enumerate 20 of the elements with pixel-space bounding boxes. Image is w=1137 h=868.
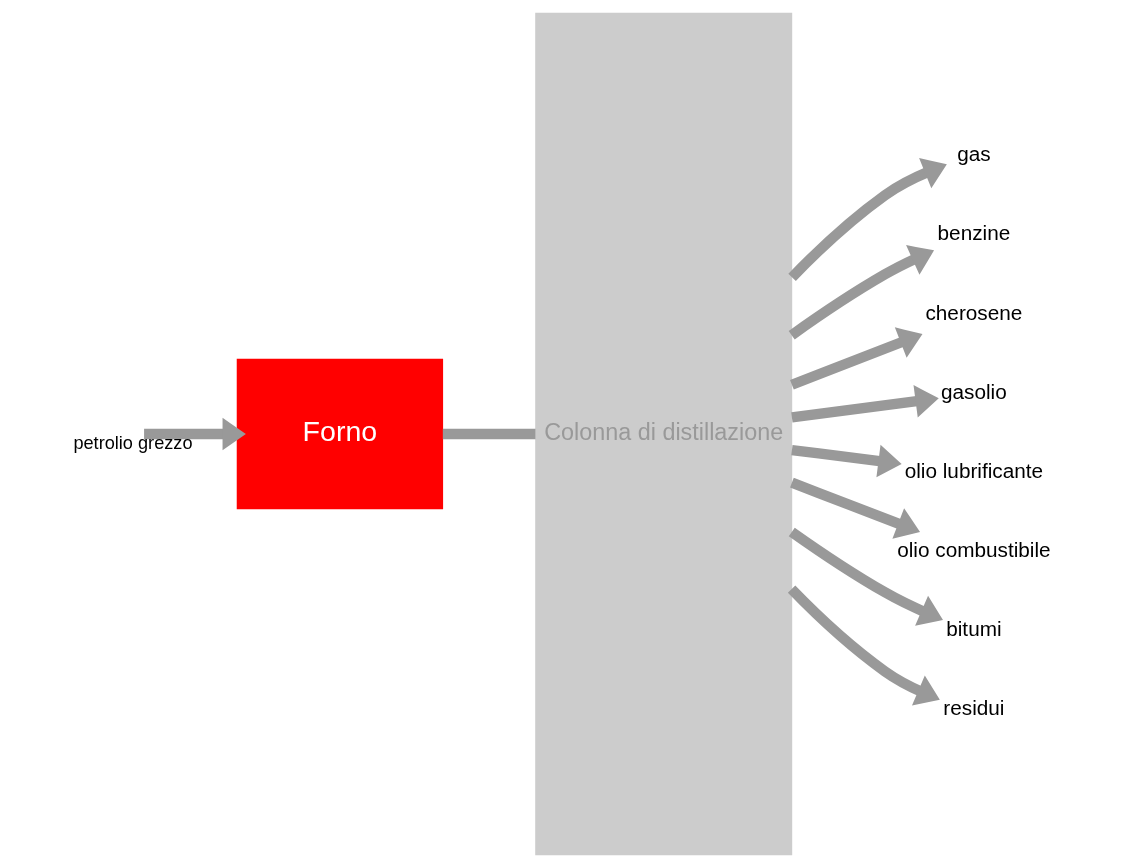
node-text: residui	[942, 696, 1004, 720]
node-text: olio lubrificante	[904, 458, 1043, 482]
arrow	[788, 527, 943, 626]
edge-label: petrolio grezzo	[72, 432, 192, 453]
node-text: cherosene	[924, 300, 1022, 324]
connector	[442, 428, 535, 440]
arrow	[143, 417, 246, 451]
node-text: bitumi	[945, 617, 1002, 641]
arrow	[789, 327, 922, 390]
arrow	[787, 585, 940, 706]
arrow	[789, 477, 920, 539]
arrow	[790, 385, 939, 423]
arrow	[790, 444, 902, 478]
node-text: olio combustibile	[896, 538, 1051, 562]
arrow	[788, 245, 934, 340]
node-text: gas	[956, 142, 991, 166]
node-box: Forno	[236, 358, 443, 510]
node-text: gasolio	[940, 379, 1007, 403]
arrow	[787, 157, 947, 281]
node-text: benzine	[937, 221, 1010, 245]
